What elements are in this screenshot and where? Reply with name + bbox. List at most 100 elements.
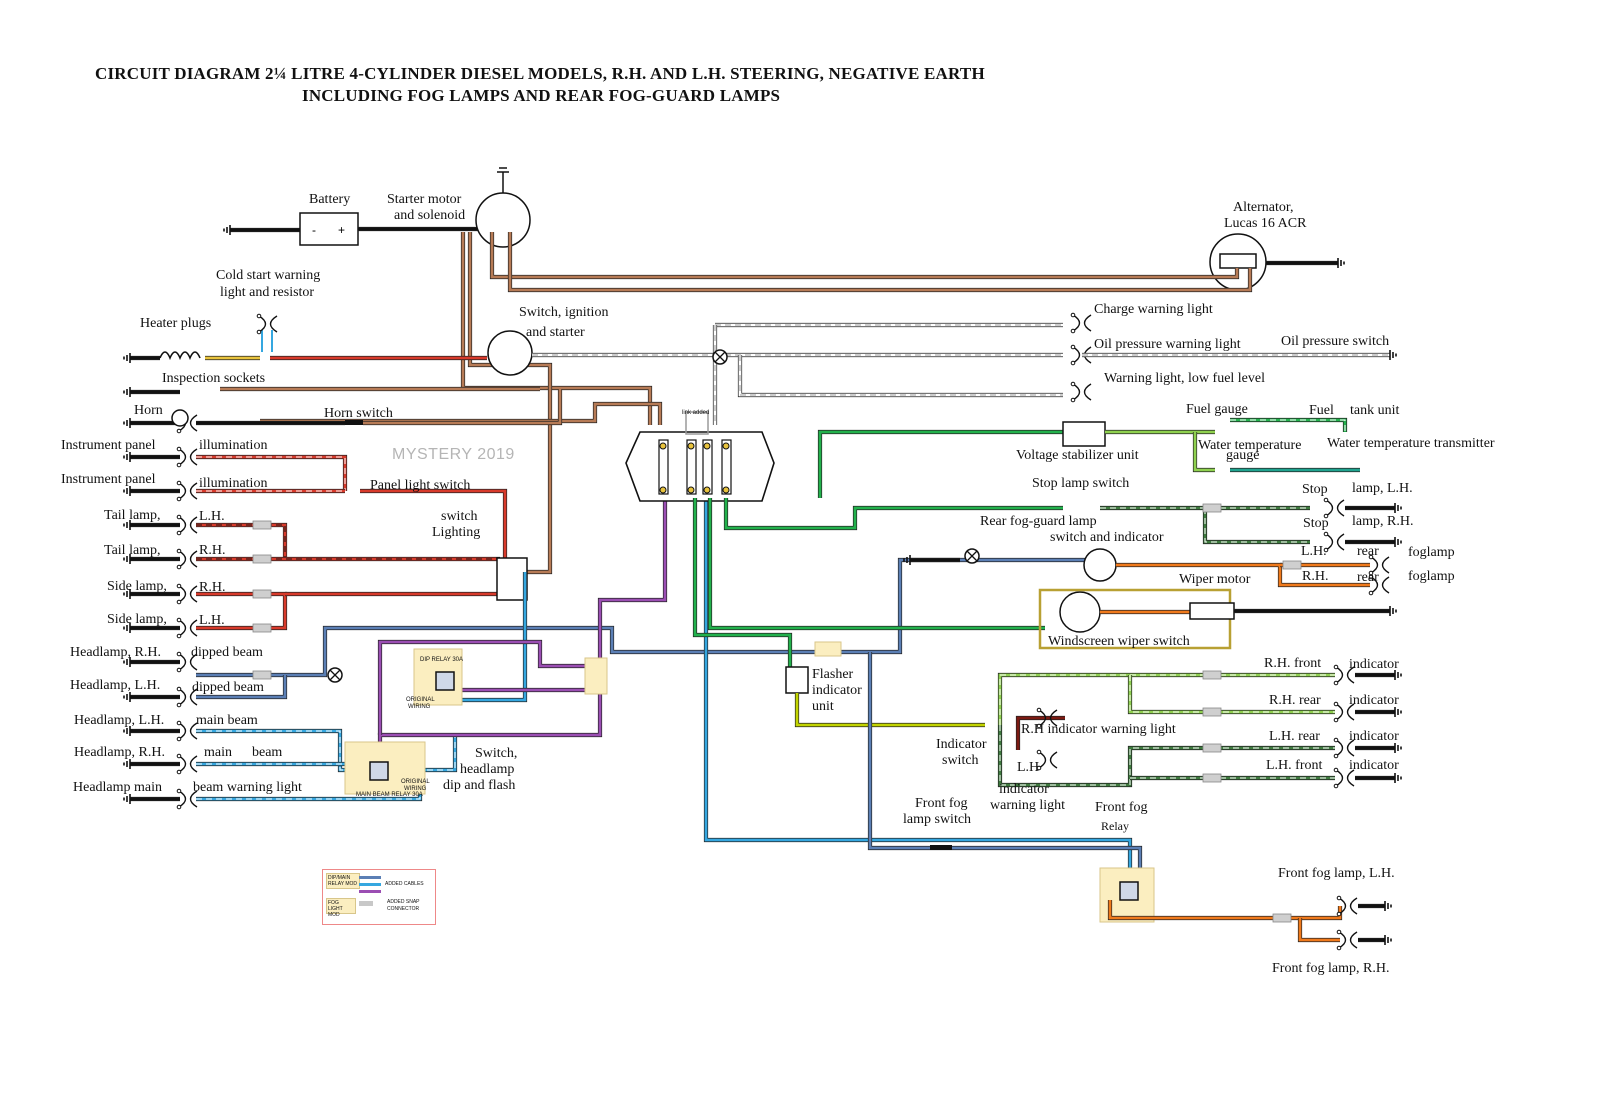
switch-headlamp-label: Switch, [475,746,518,761]
charge-warning-label: Charge warning light [1094,302,1213,317]
panel-light-switch-label: Panel light switch [370,478,471,493]
front-fog-rh-bulb-term-a [1336,929,1342,935]
lightgreen-water [1193,432,1215,472]
legend-added-cables: ADDED CABLES [385,881,424,887]
water-temp-transmitter-label: Water temperature transmitter [1327,436,1495,451]
dip-relay-label: DIP RELAY 30A [420,657,464,663]
water-temp-gauge-label-2: gauge [1226,448,1260,463]
lh-front-ind-label: L.H. front [1266,758,1323,773]
white-low-fuel-tracer [739,355,1063,396]
lh-indicator-label-3: warning light [990,798,1066,813]
lh-warning-bulb-term-a [1036,749,1042,755]
wiper-motor [1189,602,1235,620]
battery-plus: + [338,223,345,237]
low-fuel-warning-bulb-term-b [1070,397,1076,403]
green-fuel [818,430,1063,498]
instrument-panel-2-bulb [178,482,198,500]
switch-lighting-label: switch [441,509,478,524]
tail-lamp-rh-side: R.H. [199,543,226,558]
front-fog-relay-label-2: Relay [1101,819,1129,833]
headlamp-lh-main-earth [123,726,131,736]
ind-lh-rear-bulb-term-b [1333,753,1339,759]
rear-fog-label-2: rear [1357,570,1379,585]
stop-lamp-rh-bulb-term-b [1323,547,1329,553]
tail-lamp-rh-bulb-term-a [176,548,182,554]
rh-warning-bulb-term-a [1036,707,1042,713]
brown-ignition-outline [507,232,1253,293]
front-fog-lh-bulb-term-b [1336,911,1342,917]
heater-plugs-label: Heater plugs [140,316,212,331]
diagram-title: CIRCUIT DIAGRAM 2¼ LITRE 4-CYLINDER DIES… [95,64,985,83]
green-stop-rh [1203,508,1310,544]
legend-connector: CONNECTOR [387,906,420,912]
front-fog-switch-label: Front fog [915,796,968,811]
side-rh-red [196,592,287,630]
tail-lamp-rh-bulb-term-b [176,564,182,570]
instrument-panel-1-bulb-term-a [176,446,182,452]
lh-indicator-label: L.H [1017,760,1040,775]
front-fog-rh-bulb-term-b [1336,945,1342,951]
stop-lamp-lh-bulb-term-b [1323,513,1329,519]
alternator-earth [1337,258,1345,268]
side-lamp-lh-label: Side lamp, [107,612,167,627]
horn-wire-2 [363,389,562,425]
green-wiper [708,498,1045,630]
headlamp-lh-dipped-bulb [178,688,198,706]
front-fog-relay-label: Front fog [1095,800,1148,815]
dipped-beam-label-2: dipped beam [192,680,264,695]
side-lamp-rh-label: Side lamp, [107,579,167,594]
rh-front-ind-label: R.H. front [1264,656,1322,671]
legend-snap-connector [359,901,373,906]
headlamp-lh-main-bulb-term-b [176,736,182,742]
flasher-label-3: unit [812,699,834,714]
water-temp-gauge-label: Water temperature [1198,438,1302,453]
ind-lh-front-bulb-term-a [1333,767,1339,773]
dipped-blue-outline [196,557,1085,678]
tail-lamp-rh-earth [123,554,131,564]
ind-rh-front-bulb [1335,666,1355,684]
snap-ind-lh-front [1202,773,1222,783]
cold-start-light-term-a [256,313,262,319]
orange-rear-fog [1116,563,1370,587]
oil-pressure-warning-label: Oil pressure warning light [1094,337,1241,352]
main-beam-relay-label: MAIN BEAM RELAY 30A [356,792,423,798]
ind-lh-rear-bulb [1335,739,1355,757]
charge-warning-bulb-term-a [1070,312,1076,318]
foglamp-label-1: foglamp [1408,545,1455,560]
switch-headlamp-label-3: dip and flash [443,778,516,793]
rear-fog-rh-bulb-term-a [1368,574,1374,580]
dipped-blue [196,558,1085,677]
brown-main-feed [490,232,1239,279]
front-fog-lh-bulb-term-a [1336,895,1342,901]
headlamp-rh-dipped-bulb-term-a [176,651,182,657]
green-stop-rh-outline [1202,508,1310,545]
starter-earth [497,167,509,193]
horn-switch [345,420,363,425]
original-wiring-label-1: ORIGINAL [406,697,435,703]
charge-warning-bulb [1072,314,1092,332]
ind-lh-front-bulb-term-b [1333,783,1339,789]
indicator-switch-label: Indicator [936,737,987,752]
fuse-top-4 [722,442,730,450]
windscreen-wiper-switch-label: Windscreen wiper switch [1048,634,1190,649]
fuse-bottom-3 [703,486,711,494]
rear-fog-lh-bulb [1370,556,1390,574]
snap-front-fog [1272,913,1292,923]
front-fog-lh-label: Front fog lamp, L.H. [1278,866,1395,881]
front-fog-switch [930,845,952,850]
rh-warning-bulb-term-b [1036,723,1042,729]
panel-switch-red [360,489,507,560]
snap-side-lh [252,623,272,633]
flasher-unit [785,666,809,694]
fuel-label: Fuel [1309,403,1334,418]
headlamp-lh-main-label: Headlamp, L.H. [74,713,165,728]
fuse-3 [702,439,713,495]
tail-lamp-lh-bulb [178,516,198,534]
rh-rear-fog-label: R.H. [1302,569,1329,584]
horn-earth [123,418,131,428]
lamp-lh-label: lamp, L.H. [1352,481,1413,496]
ind-rh-front-bulb-term-a [1333,664,1339,670]
brown-feed-2 [461,232,652,425]
snap-ind-rh-rear [1202,707,1222,717]
battery-minus: - [312,223,316,237]
